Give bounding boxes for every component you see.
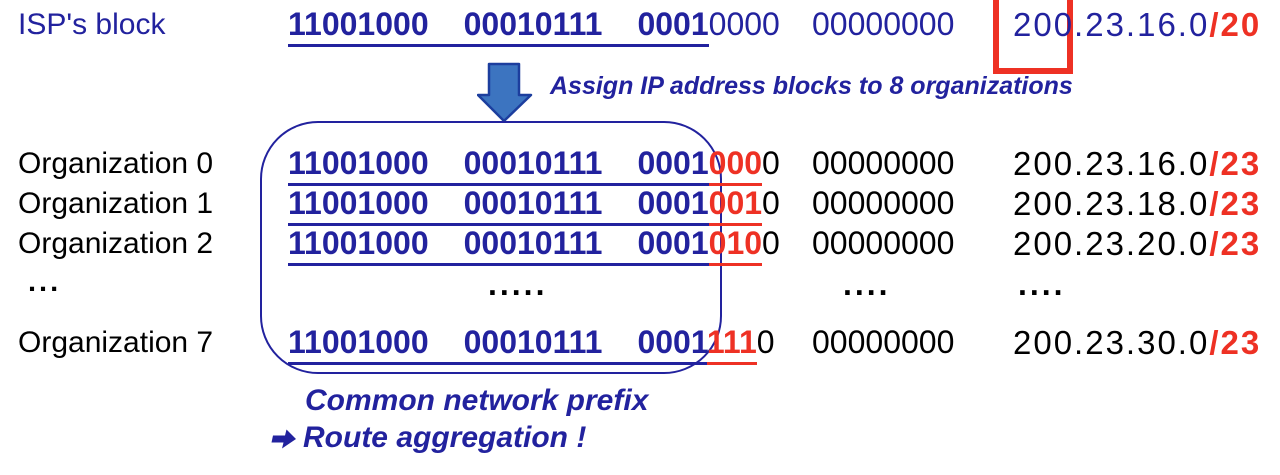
org2-octet4: 00000000 <box>812 225 955 261</box>
org1-binary-address: 11001000 00010111 00010010 <box>288 185 780 226</box>
org7-network-prefix-bits: 11001000 00010111 0001 <box>288 324 707 365</box>
org0-octet1: 11001000 <box>288 145 429 181</box>
org0-ip-dotted: 200.23.16.0 <box>1013 145 1210 182</box>
route-aggregation-note: Route aggregation ! <box>270 421 586 455</box>
isp-octet3-prefix: 0001 <box>637 6 709 42</box>
common-prefix-oval <box>260 121 722 374</box>
org1-trailing-bit: 0 <box>762 185 780 221</box>
route-aggregation-text: Route aggregation ! <box>303 421 587 454</box>
isp-ip-dotted: 200.23.16.0 <box>1013 6 1210 43</box>
org1-ip-address: 200.23.18.0/23 <box>1013 187 1261 220</box>
isp-ip-address: 200.23.16.0/20 <box>1013 8 1261 41</box>
ellipsis-row: ... ..... .... .... <box>0 268 1280 310</box>
org7-octet3-prefix: 0001 <box>637 324 707 360</box>
org2-octet1: 11001000 <box>288 225 429 261</box>
isp-block-row: ISP's block 11001000 00010111 00010000 000… <box>0 0 1280 74</box>
org0-octet3-prefix: 0001 <box>637 145 709 181</box>
isp-octet1: 11001000 <box>288 6 429 42</box>
org1-label: Organization 1 <box>18 187 214 220</box>
org7-octet1: 11001000 <box>288 324 429 360</box>
org2-trailing-bit: 0 <box>762 225 780 261</box>
org2-octet3-prefix: 0001 <box>637 225 709 261</box>
org1-network-prefix-bits: 11001000 00010111 0001 <box>288 185 709 226</box>
octet4-ellipsis: .... <box>843 266 891 302</box>
org7-octet2: 00010111 <box>463 324 603 360</box>
isp-octet2: 00010111 <box>463 6 603 42</box>
org0-octet2: 00010111 <box>463 145 603 181</box>
org1-octet2: 00010111 <box>463 185 603 221</box>
org2-label: Organization 2 <box>18 227 214 260</box>
org2-ip-address: 200.23.20.0/23 <box>1013 227 1261 260</box>
org2-binary-address: 11001000 00010111 00010100 <box>288 225 780 266</box>
org7-ip-dotted: 200.23.30.0 <box>1013 324 1210 361</box>
org1-octet3-prefix: 0001 <box>637 185 709 221</box>
org7-prefix-length: /23 <box>1209 324 1262 361</box>
org2-prefix-length: /23 <box>1209 225 1262 262</box>
org0-octet4: 00000000 <box>812 145 955 181</box>
org0-label: Organization 0 <box>18 147 214 180</box>
org2-subnet-bits: 010 <box>708 225 763 266</box>
org0-prefix-length: /23 <box>1209 145 1262 182</box>
label-ellipsis: ... <box>28 266 62 298</box>
org7-trailing-bit: 0 <box>756 324 775 360</box>
org7-label: Organization 7 <box>18 326 214 359</box>
org2-octet2: 00010111 <box>463 225 603 261</box>
org7-subnet-bits: 111 <box>706 324 757 365</box>
org7-binary-address: 11001000 00010111 00011110 <box>288 324 775 365</box>
org2-ip-dotted: 200.23.20.0 <box>1013 225 1210 262</box>
isp-prefix-length: /20 <box>1209 6 1262 43</box>
down-arrow-icon <box>477 62 533 123</box>
isp-binary-address: 11001000 00010111 00010000 <box>288 0 1073 74</box>
assign-annotation: Assign IP address blocks to 8 organizati… <box>550 72 1073 100</box>
org1-octet4: 00000000 <box>812 185 955 221</box>
org0-network-prefix-bits: 11001000 00010111 0001 <box>288 145 709 186</box>
isp-subnet-bits: 0000 <box>708 6 780 42</box>
isp-network-prefix-bits: 11001000 00010111 0001 <box>288 6 709 47</box>
org1-subnet-bits: 001 <box>708 185 763 226</box>
org1-prefix-length: /23 <box>1209 185 1262 222</box>
isp-block-label: ISP's block <box>18 8 166 41</box>
org7-ip-address: 200.23.30.0/23 <box>1013 326 1261 359</box>
right-arrow-icon <box>271 429 296 449</box>
ip-ellipsis: .... <box>1018 266 1066 302</box>
org0-trailing-bit: 0 <box>762 145 780 181</box>
org0-ip-address: 200.23.16.0/23 <box>1013 147 1261 180</box>
org1-octet1: 11001000 <box>288 185 429 221</box>
org0-subnet-bits: 000 <box>708 145 763 186</box>
org2-network-prefix-bits: 11001000 00010111 0001 <box>288 225 709 266</box>
common-prefix-note: Common network prefix <box>305 384 649 417</box>
binary-ellipsis: ..... <box>488 266 548 302</box>
org7-octet4: 00000000 <box>812 324 955 360</box>
isp-octet4: 00000000 <box>812 6 955 42</box>
org1-ip-dotted: 200.23.18.0 <box>1013 185 1210 222</box>
highlight-box <box>993 0 1073 74</box>
